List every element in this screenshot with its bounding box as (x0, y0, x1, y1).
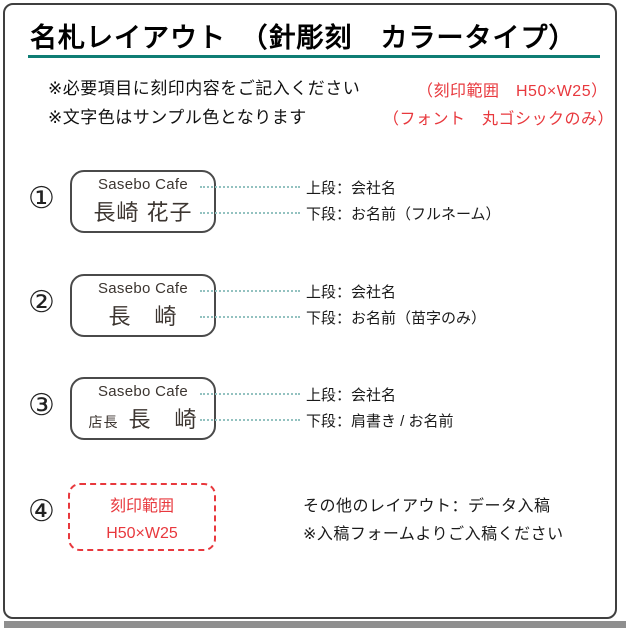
label-upper: 上段：会社名 (200, 177, 396, 197)
tag-name-line: 店長 長 崎 (88, 402, 197, 434)
layout-option-row-4: ④ 刻印範囲 H50×W25 その他のレイアウト：データ入稿 ※入稿フォームより… (0, 481, 631, 561)
dotted-leader-line (200, 212, 300, 214)
label-lower-text: 下段：お名前（苗字のみ） (306, 309, 487, 327)
dotted-leader-line (200, 393, 300, 395)
dotted-leader-line (200, 316, 300, 318)
dotted-leader-line (200, 290, 300, 292)
layout-option-row-1: ① Sasebo Cafe 長崎 花子 上段：会社名 下段：お名前（フルネーム） (0, 170, 631, 250)
name-tag-preview: Sasebo Cafe 長崎 花子 (70, 170, 216, 233)
tag-company-line: Sasebo Cafe (97, 280, 189, 297)
note-text-color: ※文字色はサンプル色となります (48, 108, 307, 127)
engrave-area-size: H50×W25 (106, 524, 178, 542)
tag-name-line: 長 崎 (108, 304, 178, 329)
name-tag-preview: Sasebo Cafe 店長 長 崎 (70, 377, 216, 440)
label-upper-text: 上段：会社名 (306, 386, 397, 404)
title-underline (28, 55, 600, 58)
name-tag-preview: Sasebo Cafe 長 崎 (70, 274, 216, 337)
note-engrave-instruction: ※必要項目に刻印内容をご記入ください (48, 79, 361, 98)
submission-form-text: ※入稿フォームよりご入稿ください (303, 526, 564, 543)
note-engrave-area: （刻印範囲 H50×W25） (417, 83, 608, 100)
note-font: （フォント 丸ゴシックのみ） (383, 111, 615, 128)
label-lower: 下段：肩書き / お名前 (200, 410, 454, 430)
option-number: ② (28, 286, 55, 319)
tag-company-line: Sasebo Cafe (97, 383, 189, 400)
label-lower: 下段：お名前（苗字のみ） (200, 307, 486, 327)
tag-company-line: Sasebo Cafe (97, 176, 189, 193)
dotted-leader-line (200, 186, 300, 188)
engrave-area-label: 刻印範囲 (109, 497, 174, 515)
engrave-area-box: 刻印範囲 H50×W25 (68, 483, 216, 551)
label-lower: 下段：お名前（フルネーム） (200, 203, 501, 223)
tag-name-line: 長崎 花子 (93, 200, 193, 225)
page-bottom-shadow (4, 621, 626, 628)
label-upper: 上段：会社名 (200, 281, 396, 301)
label-upper: 上段：会社名 (200, 384, 396, 404)
label-lower-text: 下段：お名前（フルネーム） (306, 205, 501, 223)
label-lower-text: 下段：肩書き / お名前 (306, 412, 454, 430)
option-number: ① (28, 182, 55, 215)
layout-option-row-2: ② Sasebo Cafe 長 崎 上段：会社名 下段：お名前（苗字のみ） (0, 274, 631, 354)
label-upper-text: 上段：会社名 (306, 283, 397, 301)
other-layout-text: その他のレイアウト：データ入稿 (303, 498, 551, 515)
page-border-frame (3, 3, 617, 619)
page-title: 名札レイアウト （針彫刻 カラータイプ） (30, 23, 577, 53)
layout-option-row-3: ③ Sasebo Cafe 店長 長 崎 上段：会社名 下段：肩書き / お名前 (0, 377, 631, 457)
tag-name-main: 長 崎 (128, 407, 198, 432)
tag-title-prefix: 店長 (88, 414, 119, 430)
dotted-leader-line (200, 419, 300, 421)
label-upper-text: 上段：会社名 (306, 179, 397, 197)
option-number: ③ (28, 389, 55, 422)
option-number: ④ (28, 495, 55, 528)
